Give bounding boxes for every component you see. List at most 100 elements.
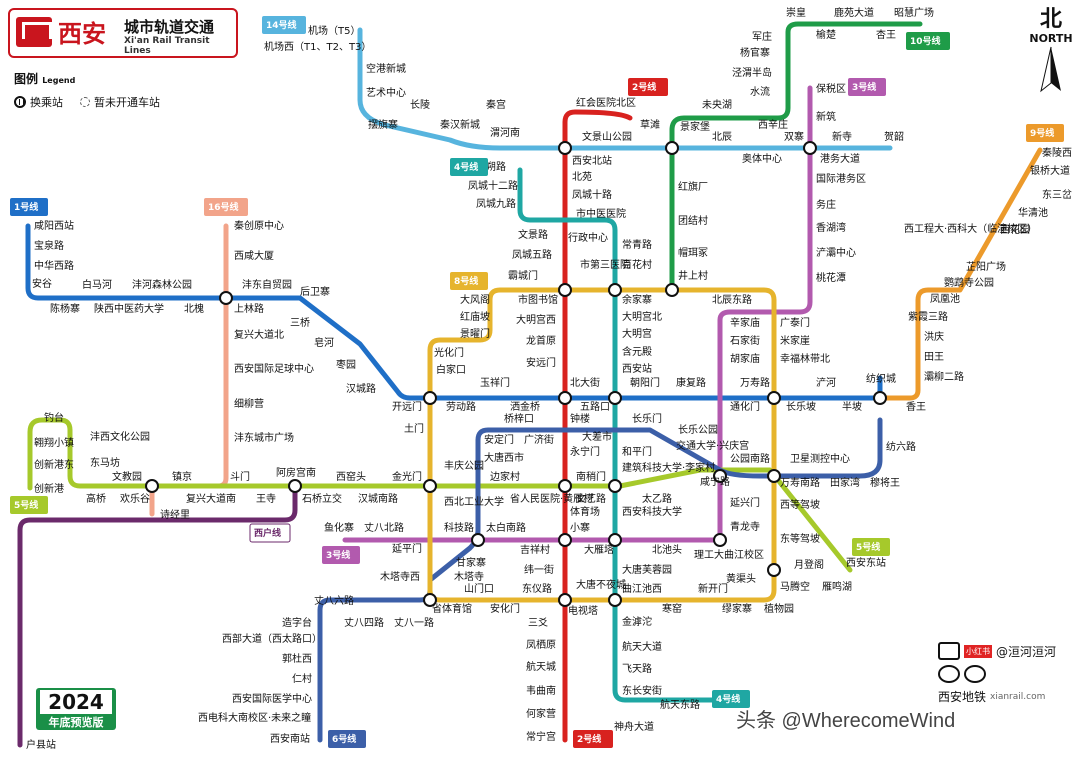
station-label[interactable]: 百花村 xyxy=(622,258,652,271)
station-label[interactable]: 万寿南路 xyxy=(780,476,820,489)
station-label[interactable]: 白马河 xyxy=(82,278,112,291)
station-label[interactable]: 沣西文化公园 xyxy=(90,430,150,443)
station-label[interactable]: 航天大道 xyxy=(622,640,662,653)
station-label[interactable]: 安远门 xyxy=(526,356,556,369)
station-label[interactable]: 帽珥冢 xyxy=(678,246,708,259)
station-label[interactable]: 余家寨 xyxy=(622,293,652,306)
line-2-badge[interactable]: 2号线 xyxy=(628,78,668,96)
station-label[interactable]: 雁鸣湖 xyxy=(822,580,852,593)
station-label[interactable]: 广泰门 xyxy=(780,316,810,329)
station-label[interactable]: 镇京 xyxy=(172,470,192,483)
station-label[interactable]: 造字台 xyxy=(282,616,312,629)
station-label[interactable]: 纬一街 xyxy=(524,563,554,576)
station-label[interactable]: 植物园 xyxy=(764,602,794,615)
station-label[interactable]: 西安东站 xyxy=(846,556,886,569)
station-label[interactable]: 行政中心 xyxy=(568,231,608,244)
station-label[interactable]: 沣东自贸园 xyxy=(242,278,292,291)
station-label[interactable]: 航天东路 xyxy=(660,698,700,711)
line-5-route[interactable] xyxy=(27,417,853,573)
station-label[interactable]: 龙首原 xyxy=(526,334,556,347)
station-label[interactable]: 纺织城 xyxy=(866,372,896,385)
line-14-badge[interactable]: 14号线 xyxy=(262,16,306,34)
station-label[interactable]: 西北工业大学 xyxy=(444,495,504,508)
station-label[interactable]: 三桥 xyxy=(290,317,310,329)
station-label[interactable]: 鹦鹉寺公园 xyxy=(944,276,994,289)
station-label[interactable]: 延兴门 xyxy=(730,496,760,509)
station-label[interactable]: 芷阳广场 xyxy=(966,260,1006,273)
station-label[interactable]: 欢乐谷 xyxy=(120,492,150,505)
station-label[interactable]: 理工大曲江校区 xyxy=(694,548,764,561)
station-label[interactable]: 省人民医院·黄雁村 xyxy=(510,492,593,505)
station-label[interactable]: 秦创原中心 xyxy=(234,219,284,232)
station-label[interactable]: 保税区 xyxy=(816,82,846,95)
station-label[interactable]: 桃花潭 xyxy=(816,271,846,284)
line-8-route[interactable] xyxy=(427,287,777,603)
station-label[interactable]: 长陵 xyxy=(410,99,430,111)
station-label[interactable]: 泾渭半岛 xyxy=(732,66,772,79)
station-label[interactable]: 翱翔小镇 xyxy=(34,436,74,449)
station-label[interactable]: 白家口 xyxy=(436,363,466,376)
station-label[interactable]: 市中医医院 xyxy=(576,207,626,220)
line-10-badge[interactable]: 10号线 xyxy=(906,32,950,50)
station-label[interactable]: 大明宫 xyxy=(622,327,652,340)
station-label[interactable]: 杏王 xyxy=(876,28,896,41)
station-label[interactable]: 文艺路 xyxy=(576,492,606,505)
station-label[interactable]: 寒窑 xyxy=(662,602,682,615)
transfer-station[interactable] xyxy=(803,141,817,155)
station-label[interactable]: 半坡 xyxy=(842,400,862,413)
transfer-station[interactable] xyxy=(558,479,572,493)
station-label[interactable]: 西安南站 xyxy=(270,732,310,745)
station-label[interactable]: 何家营 xyxy=(526,707,556,720)
station-label[interactable]: 秦陵西 xyxy=(1042,146,1072,159)
station-label[interactable]: 文教园 xyxy=(112,470,142,483)
station-label[interactable]: 吉祥村 xyxy=(520,543,550,556)
line-16-route[interactable] xyxy=(149,223,229,517)
station-label[interactable]: 市图书馆 xyxy=(518,293,558,306)
station-label[interactable]: 凤栖原 xyxy=(526,638,556,651)
station-label[interactable]: 务庄 xyxy=(816,198,836,211)
station-label[interactable]: 黄渠头 xyxy=(726,572,756,585)
station-label[interactable]: 电视塔 xyxy=(568,604,598,617)
station-label[interactable]: 洪庆 xyxy=(924,330,944,343)
station-label[interactable]: 香王 xyxy=(906,401,926,413)
station-label[interactable]: 杨官寨 xyxy=(740,46,770,59)
station-label[interactable]: 大唐不夜城 xyxy=(576,578,626,591)
station-label[interactable]: 奥体中心 xyxy=(742,152,782,165)
station-label[interactable]: 军庄 xyxy=(752,30,772,43)
line-2-route[interactable] xyxy=(562,109,633,743)
station-label[interactable]: 常宁宫 xyxy=(526,730,556,743)
transfer-station[interactable] xyxy=(873,391,887,405)
station-label[interactable]: 洒金桥 xyxy=(510,400,540,413)
station-label[interactable]: 纺六路 xyxy=(886,440,916,453)
station-label[interactable]: 新筑 xyxy=(816,110,836,123)
station-label[interactable]: 昭慧广场 xyxy=(894,6,934,19)
station-label[interactable]: 凤凰池 xyxy=(930,292,960,305)
transfer-station[interactable] xyxy=(713,469,727,483)
transfer-station[interactable] xyxy=(558,533,572,547)
station-label[interactable]: 米家崖 xyxy=(780,334,810,347)
station-label[interactable]: 通化门 xyxy=(730,400,760,413)
station-label[interactable]: 幸福林带北 xyxy=(780,352,830,365)
transfer-station[interactable] xyxy=(558,391,572,405)
station-label[interactable]: 山门口 xyxy=(464,582,494,595)
station-label[interactable]: 太白南路 xyxy=(486,521,526,534)
station-label[interactable]: 东等驾坡 xyxy=(780,532,820,545)
station-label[interactable]: 港务大道 xyxy=(820,152,860,165)
transfer-station[interactable] xyxy=(665,283,679,297)
station-label[interactable]: 复兴大道南 xyxy=(186,492,236,505)
station-label[interactable]: 丰庆公园 xyxy=(444,459,484,472)
station-label[interactable]: 浐河 xyxy=(816,376,836,389)
station-label[interactable]: 石桥立交 xyxy=(302,492,342,505)
station-label[interactable]: 大差市 xyxy=(582,430,612,443)
station-label[interactable]: 榆楚 xyxy=(816,28,836,41)
station-label[interactable]: 诗经里 xyxy=(160,508,190,521)
station-label[interactable]: 王寺 xyxy=(256,493,276,505)
station-label[interactable]: 秦汉新城 xyxy=(440,118,480,131)
transfer-station[interactable] xyxy=(767,563,781,577)
station-label[interactable]: 仁村 xyxy=(292,672,312,685)
station-label[interactable]: 水流 xyxy=(750,85,770,98)
station-label[interactable]: 空港新城 xyxy=(366,62,406,75)
station-label[interactable]: 田王 xyxy=(924,352,944,363)
station-label[interactable]: 鹿苑大道 xyxy=(834,6,874,19)
transfer-station[interactable] xyxy=(767,391,781,405)
